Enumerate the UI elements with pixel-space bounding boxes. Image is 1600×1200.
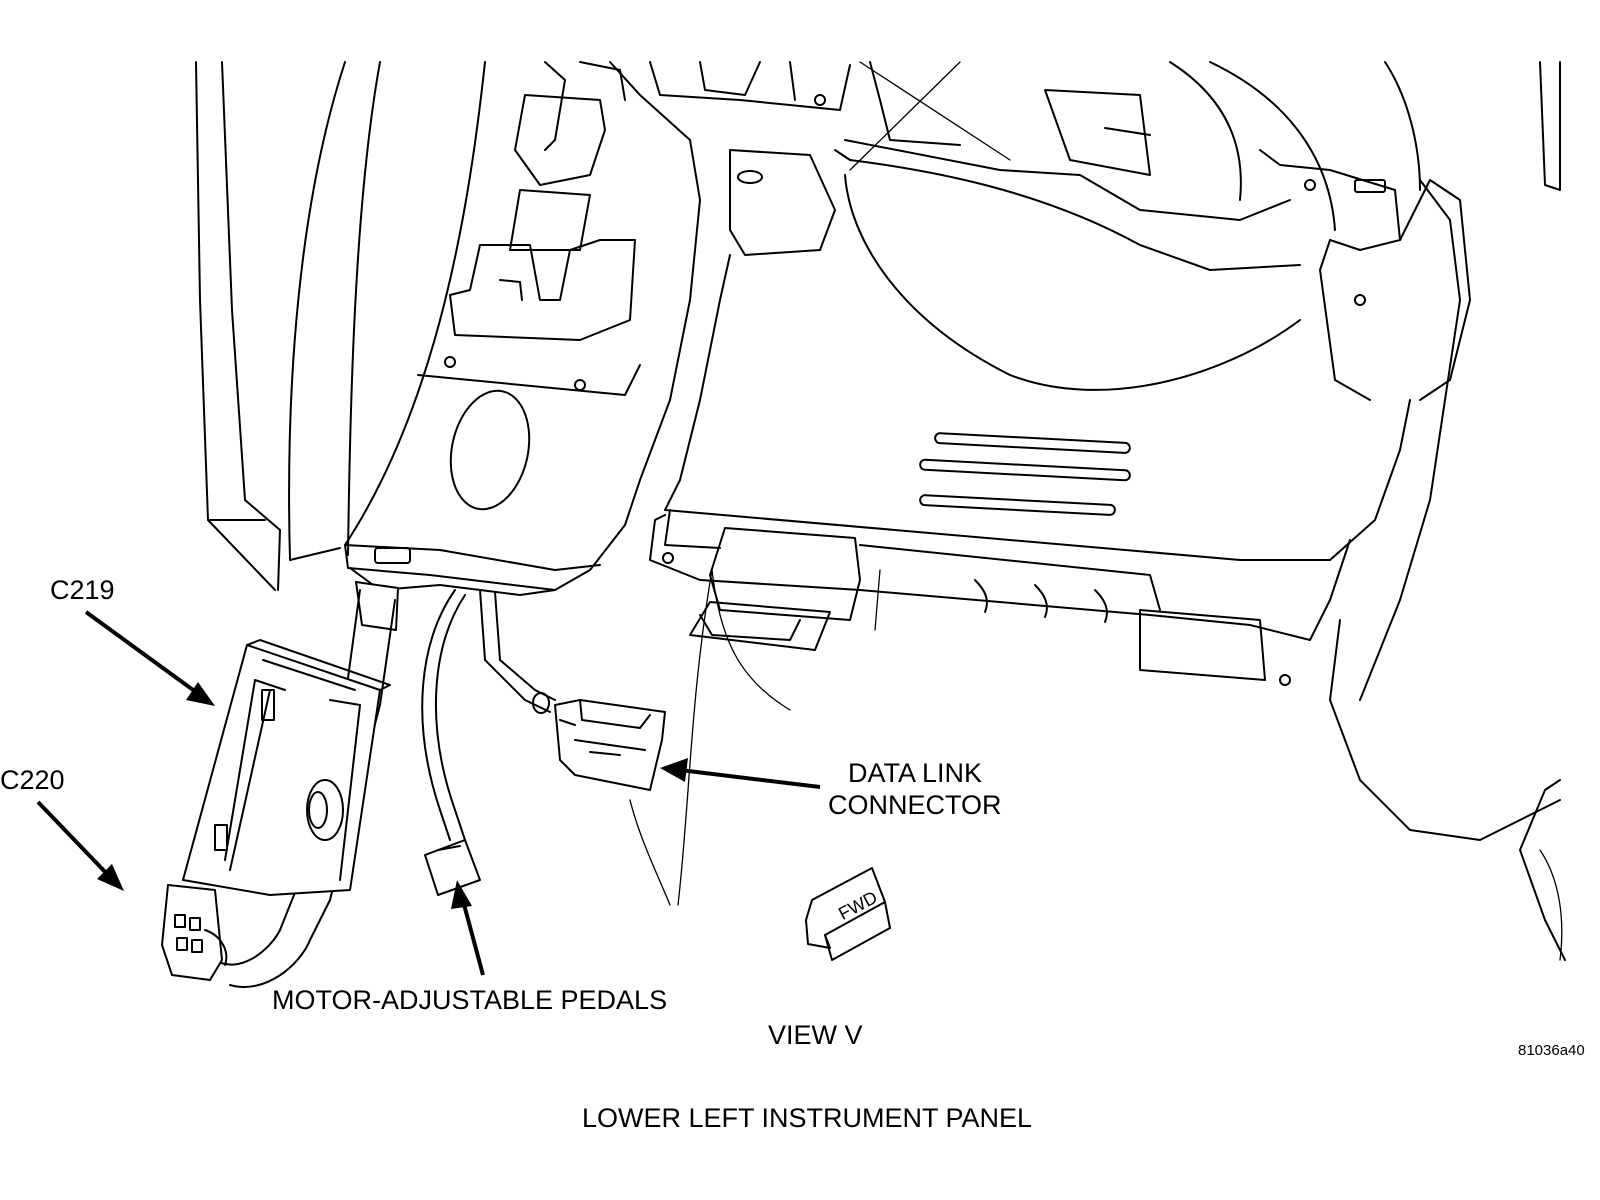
c219-label: C219 (50, 575, 115, 605)
figure-id: 81036a40 (1518, 1042, 1585, 1059)
pedals-label: MOTOR-ADJUSTABLE PEDALS (272, 985, 668, 1015)
data-link-label-line1: DATA LINK (848, 758, 983, 788)
c220-arrow-head (97, 864, 124, 891)
upper-cross-beam (649, 61, 1561, 231)
pedals-arrow-line (460, 896, 485, 976)
wiring-harness (161, 581, 666, 988)
c219-arrow-head (186, 682, 215, 706)
c220-arrow-line (36, 800, 112, 879)
data-link-arrow-head (660, 758, 688, 782)
data-link-label-line2: CONNECTOR (828, 790, 1002, 820)
knee-bolster (344, 61, 701, 596)
reference-lines (629, 569, 791, 906)
pedals-arrow-head (451, 880, 472, 909)
c220-label: C220 (0, 765, 65, 795)
c219-arrow-line (84, 610, 202, 697)
figure-caption: LOWER LEFT INSTRUMENT PANEL (582, 1103, 1033, 1133)
left-trim-panel (195, 61, 381, 591)
view-label: VIEW V (768, 1020, 863, 1050)
data-link-arrow-line (679, 768, 821, 789)
fwd-direction-icon: FWD (805, 867, 891, 961)
lower-panel-body (649, 139, 1566, 961)
callout-arrows (36, 610, 821, 976)
